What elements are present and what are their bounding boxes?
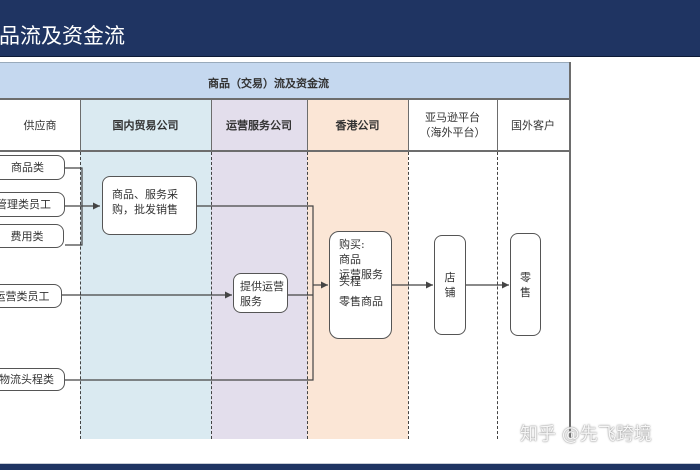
diagram-header-text: 商品（交易）流及资金流 xyxy=(208,77,329,90)
hk-purchase-ops: 运营服务 头程 xyxy=(339,268,383,288)
node-procure-wholesale: 商品、服务采购，批发销售 xyxy=(102,176,197,235)
lane-divider xyxy=(307,100,308,152)
node-provide-ops-service: 提供运营服务 xyxy=(233,273,288,313)
node-logistics: 物流头程类 xyxy=(0,368,65,391)
diagram-header: 商品（交易）流及资金流 xyxy=(0,62,569,100)
node-store: 店铺 xyxy=(434,235,466,335)
lane-header-domestic-trade: 国内贸易公司 xyxy=(80,100,211,152)
lane-header-amazon: 亚马逊平台（海外平台） xyxy=(408,100,497,152)
lane-divider xyxy=(408,100,409,152)
page-title: 品流及资金流 xyxy=(0,24,125,48)
lane-divider xyxy=(80,100,81,152)
lane-separator xyxy=(408,152,409,439)
lane-divider xyxy=(497,100,498,152)
lane-header-ops-service: 运营服务公司 xyxy=(211,100,307,152)
node-ops-staff: 运营类员工 xyxy=(0,284,62,308)
lane-separator xyxy=(80,152,81,439)
watermark: 知乎 @先飞跨境 xyxy=(520,424,652,445)
lane-separator xyxy=(497,152,498,439)
node-retail: 零售 xyxy=(510,233,541,336)
lane-separator xyxy=(307,152,308,439)
node-mgmt-staff: 管理类员工 xyxy=(0,192,65,217)
swimlane-diagram: 商品（交易）流及资金流 供应商 国内贸易公司 运营服务公司 香港公司 亚马逊平台… xyxy=(0,62,571,439)
title-bar: 品流及资金流 xyxy=(0,0,700,57)
node-expense: 费用类 xyxy=(0,224,64,248)
lane-header-hk-company: 香港公司 xyxy=(307,100,408,152)
lane-header-supplier: 供应商 xyxy=(0,100,80,152)
bottom-bar xyxy=(0,463,700,470)
lane-header-customer: 国外客户 xyxy=(497,100,569,152)
lane-domestic-trade: 国内贸易公司 xyxy=(80,100,211,439)
lane-separator xyxy=(211,152,212,439)
hk-purchase-goods: 商品 xyxy=(339,253,361,266)
hk-purchase-label: 购买: xyxy=(339,238,365,251)
hk-purchase-retail-goods: 零售商品 xyxy=(339,295,383,308)
lane-divider xyxy=(211,100,212,152)
node-hk-purchase: 购买: 商品 运营服务 头程 零售商品 xyxy=(329,231,392,339)
node-goods: 商品类 xyxy=(0,155,65,180)
lane-ops-service: 运营服务公司 xyxy=(211,100,307,439)
